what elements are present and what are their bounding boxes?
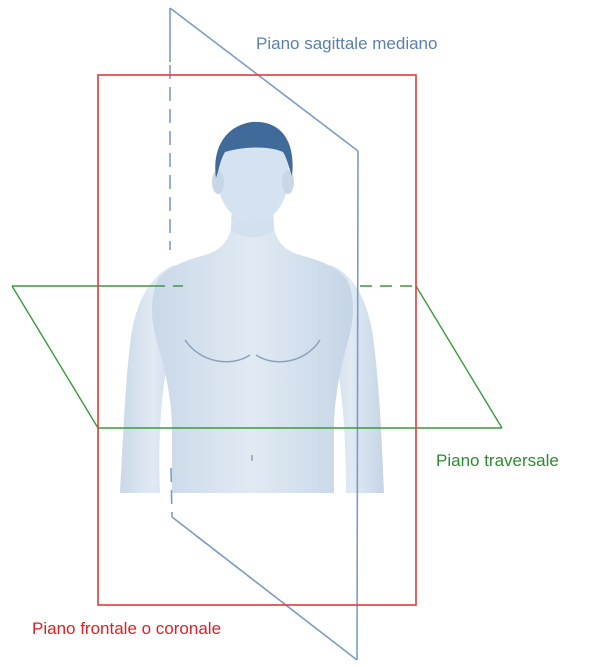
torso [152,222,353,493]
sagittal-plane-label: Piano sagittale mediano [256,34,437,54]
transverse-plane-label: Piano traversale [436,451,559,471]
human-figure [120,122,384,493]
sagittal-edge-left-hidden [171,468,172,517]
transverse-edge-left [12,286,98,428]
transverse-edge-right [416,286,502,428]
frontal-plane-label: Piano frontale o coronale [32,619,221,639]
sagittal-edge-right [357,151,358,660]
left-ear [212,170,224,194]
